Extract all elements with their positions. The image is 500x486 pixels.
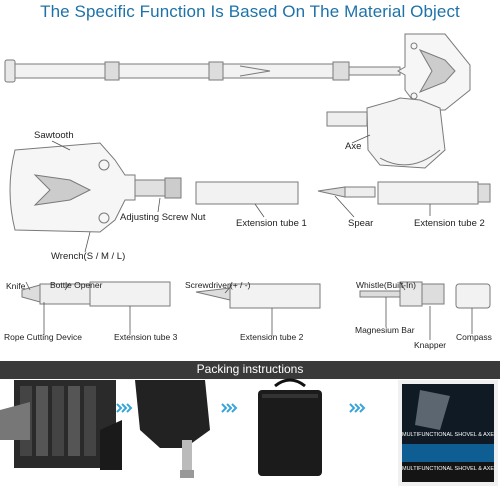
whistle-part (359, 281, 445, 307)
packing-title: Packing instructions (196, 362, 304, 376)
extension-tube-1-part (195, 181, 299, 205)
label-extension-tube-3: Extension tube 3 (114, 332, 178, 342)
label-extension-tube-2b: Extension tube 2 (240, 332, 304, 342)
axe-part (326, 97, 446, 169)
shovel-head-part (9, 142, 182, 233)
carry-bag-photo (258, 378, 322, 476)
label-compass: Compass (456, 332, 492, 342)
label-extension-tube-2: Extension tube 2 (414, 218, 485, 229)
label-axe: Axe (345, 141, 362, 152)
label-magnesium-bar: Magnesium Bar (355, 325, 415, 335)
packing-band (0, 361, 500, 379)
label-wrench: Wrench(S / M / L) (51, 251, 126, 262)
page-title: The Specific Function Is Based On The Ma… (40, 2, 460, 21)
folded-shovel-photo (0, 380, 122, 470)
spear-part (317, 186, 376, 198)
label-screwdriver: Screwdriver(+ / -) (185, 280, 251, 290)
label-spear: Spear (348, 218, 374, 229)
box-subtitle: MULTIFUNCTIONAL SHOVEL & AXE (402, 466, 495, 472)
screwdriver-tube-part (195, 283, 321, 309)
label-knapper: Knapper (414, 340, 447, 350)
label-sawtooth: Sawtooth (34, 130, 74, 141)
product-box-photo (398, 380, 498, 486)
axe-cover-photo (135, 380, 210, 478)
assembled-shovel (4, 33, 471, 111)
label-bottle-opener: Bottle Opener (50, 280, 103, 290)
compass-part (455, 283, 491, 309)
label-extension-tube-1: Extension tube 1 (236, 218, 307, 229)
box-title: MULTIFUNCTIONAL SHOVEL & AXE (402, 432, 495, 438)
label-knife: Knife (6, 281, 26, 291)
chevrons-right-icon (116, 403, 366, 413)
label-whistle: Whistle(Built-In) (356, 280, 416, 290)
label-rope-cutting-device: Rope Cutting Device (4, 332, 82, 342)
label-adjusting-screw-nut: Adjusting Screw Nut (120, 212, 206, 223)
extension-tube-2-part (377, 181, 491, 205)
